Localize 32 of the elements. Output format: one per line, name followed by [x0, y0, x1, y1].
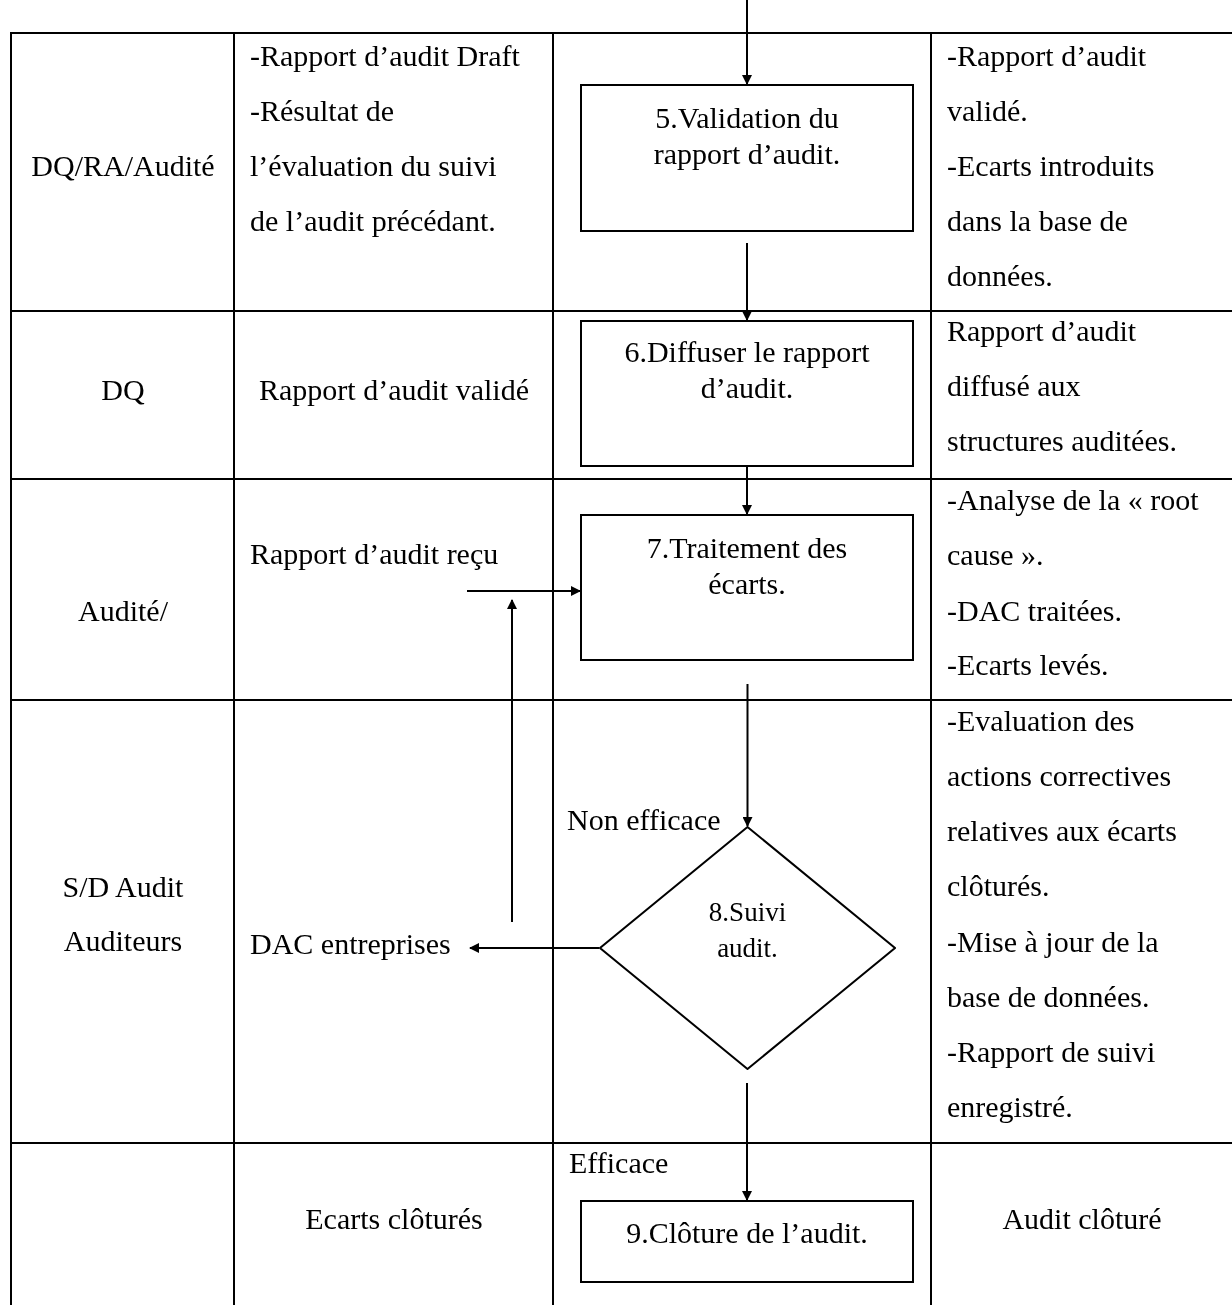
output-text: -Analyse de la « root cause ». [947, 482, 1200, 573]
process-box: 6.Diffuser le rapport d’audit. [580, 320, 914, 467]
output-text: DAC entreprises [250, 922, 470, 966]
arrow [466, 586, 581, 596]
output-text: -Rapport d’audit validé. [947, 38, 1148, 129]
arrow [742, 1082, 752, 1201]
output-text: -Ecarts levés. [947, 647, 1110, 683]
arrow [742, 0, 752, 85]
output-text: -DAC traitées. [947, 593, 1123, 629]
output-text: Rapport d’audit diffusé aux structures auditées. [947, 313, 1178, 459]
process-box: 7.Traitement des écarts. [580, 514, 914, 661]
role-label: DQ [100, 372, 146, 408]
arrow [742, 466, 752, 515]
arrow [507, 599, 517, 923]
role-label: DQ/RA/Audité [30, 148, 216, 184]
input-text: Ecarts clôturés [304, 1201, 484, 1237]
output-text: -Rapport de suivi enregistré. [947, 1034, 1157, 1125]
role-label: S/D Audit Auditeurs [61, 869, 185, 959]
input-text: -Rapport d’audit Draft [250, 38, 521, 74]
arrow [469, 943, 600, 953]
role-label: Audité/ [77, 593, 169, 629]
arrow [742, 683, 753, 827]
input-text: -Résultat de l’évaluation du suivi de l’audit précédant. [250, 93, 498, 239]
output-text: -Ecarts introduits dans la base de données. [947, 148, 1156, 294]
input-text: Rapport d’audit validé [258, 372, 530, 408]
process-box: 9.Clôture de l’audit. [580, 1200, 914, 1283]
arrow [742, 242, 752, 321]
output-text: Audit clôturé [1001, 1201, 1163, 1237]
process-box: 5.Validation du rapport d’audit. [580, 84, 914, 232]
output-text: -Evaluation des actions correctives relatives aux écarts clôturés. [947, 703, 1178, 904]
output-text: -Mise à jour de la base de données. [947, 924, 1160, 1015]
input-text: Rapport d’audit reçu [250, 527, 515, 599]
